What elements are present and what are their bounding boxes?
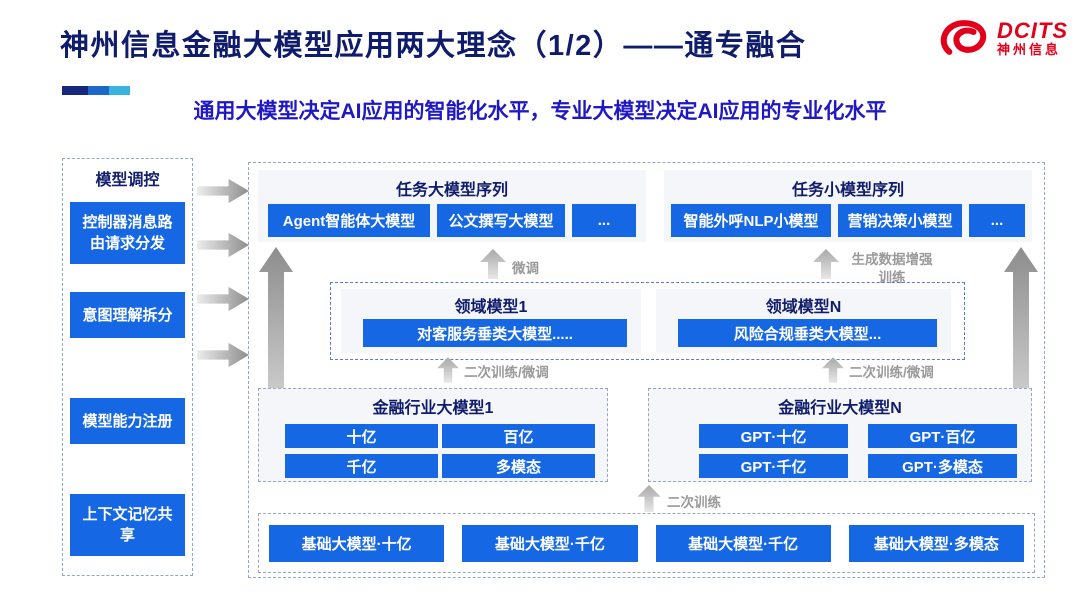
sidebar-item-intent-split: 意图理解拆分	[70, 292, 185, 338]
logo-brand-cn: 神州信息	[997, 41, 1062, 57]
dcits-swirl-icon	[940, 20, 987, 55]
model-more-small: ...	[969, 204, 1025, 237]
label-fine-tune: 微调	[512, 261, 539, 276]
model-multimodal: 多模态	[442, 454, 595, 478]
industry-model-n-grid: GPT·十亿 GPT·百亿 GPT·千亿 GPT·多模态	[699, 424, 1017, 478]
model-control-panel	[62, 158, 193, 576]
base-model-multimodal: 基础大模型·多模态	[848, 524, 1024, 562]
model-gpt-1b: GPT·十亿	[699, 424, 848, 448]
page-title: 神州信息金融大模型应用两大理念（1/2）——通专融合	[60, 30, 807, 62]
label-retrain-finetune-right: 二次训练/微调	[849, 365, 934, 380]
model-1b: 十亿	[285, 424, 438, 448]
dcits-logo: DCITS 神州信息	[938, 17, 1068, 59]
label-retrain-finetune-left: 二次训练/微调	[464, 365, 549, 380]
task-large-title: 任务大模型序列	[395, 182, 508, 199]
accent-segment-cyan	[109, 86, 130, 95]
model-document-writing: 公文撰写大模型	[437, 204, 565, 237]
arrow-up-tall-icon	[259, 247, 293, 480]
sidebar-item-controller-routing: 控制器消息路由请求分发	[70, 202, 185, 264]
accent-segment-blue	[88, 86, 109, 95]
industry-model-n-title: 金融行业大模型N	[778, 400, 902, 417]
industry-model-n-group: 金融行业大模型N GPT·十亿 GPT·百亿 GPT·千亿 GPT·多模态	[648, 388, 1032, 482]
model-gpt-multimodal: GPT·多模态	[868, 454, 1017, 478]
logo-text: DCITS 神州信息	[997, 17, 1068, 57]
diagram-frame	[248, 162, 1045, 578]
arrow-up-icon	[480, 249, 506, 279]
arrow-up-icon	[637, 485, 661, 512]
domain-models-frame: 领域模型1 对客服务垂类大模型..... 领域模型N 风险合规垂类大模型...	[330, 282, 965, 360]
arrow-right-icon	[197, 232, 249, 258]
industry-model-1-grid: 十亿 百亿 千亿 多模态	[285, 424, 595, 478]
model-customer-service-vertical: 对客服务垂类大模型.....	[363, 319, 627, 347]
model-10b: 百亿	[442, 424, 595, 448]
title-accent-bar	[62, 86, 130, 95]
arrow-up-tall-icon	[1004, 247, 1038, 480]
arrow-right-icon	[197, 286, 249, 312]
base-models-frame: 基础大模型·十亿 基础大模型·千亿 基础大模型·千亿 基础大模型·多模态	[258, 513, 1035, 573]
arrow-up-icon	[437, 357, 459, 383]
arrow-right-icon	[197, 178, 249, 204]
arrow-right-icon	[197, 342, 249, 368]
domain-model-n-title: 领域模型N	[765, 299, 842, 316]
task-small-row: 智能外呼NLP小模型 营销决策小模型 ...	[664, 204, 1032, 237]
base-model-100b-b: 基础大模型·千亿	[655, 524, 831, 562]
label-retrain: 二次训练	[667, 495, 721, 510]
task-small-model-panel: 任务小模型序列 智能外呼NLP小模型 营销决策小模型 ...	[664, 170, 1032, 242]
domain-model-1-panel: 领域模型1 对客服务垂类大模型.....	[341, 289, 641, 353]
model-outbound-nlp: 智能外呼NLP小模型	[671, 204, 831, 237]
base-model-1b: 基础大模型·十亿	[269, 524, 445, 562]
domain-model-1-title: 领域模型1	[454, 299, 528, 316]
model-100b: 千亿	[285, 454, 438, 478]
domain-model-n-panel: 领域模型N 风险合规垂类大模型...	[656, 289, 951, 353]
model-agent-large: Agent智能体大模型	[268, 204, 430, 237]
logo-brand: DCITS	[997, 17, 1068, 43]
model-gpt-10b: GPT·百亿	[868, 424, 1017, 448]
task-small-title: 任务小模型序列	[791, 182, 904, 199]
model-control-title: 模型调控	[95, 172, 160, 189]
model-risk-compliance-vertical: 风险合规垂类大模型...	[678, 319, 937, 347]
sidebar-item-capability-register: 模型能力注册	[70, 398, 185, 444]
accent-segment-navy	[62, 86, 88, 95]
task-large-row: Agent智能体大模型 公文撰写大模型 ...	[258, 204, 646, 237]
industry-model-1-group: 金融行业大模型1 十亿 百亿 千亿 多模态	[258, 388, 608, 482]
sidebar-item-context-memory: 上下文记忆共享	[70, 494, 185, 556]
base-model-100b-a: 基础大模型·千亿	[462, 524, 638, 562]
label-gen-data-train: 生成数据增强训练	[851, 252, 933, 285]
model-marketing-decision: 营销决策小模型	[838, 204, 962, 237]
task-large-model-panel: 任务大模型序列 Agent智能体大模型 公文撰写大模型 ...	[258, 170, 646, 242]
slide-subtitle: 通用大模型决定AI应用的智能化水平，专业大模型决定AI应用的专业化水平	[193, 100, 887, 123]
arrow-up-icon	[813, 249, 839, 279]
model-more-large: ...	[572, 204, 636, 237]
arrow-up-icon	[822, 357, 844, 383]
model-gpt-100b: GPT·千亿	[699, 454, 848, 478]
industry-model-1-title: 金融行业大模型1	[372, 400, 494, 417]
